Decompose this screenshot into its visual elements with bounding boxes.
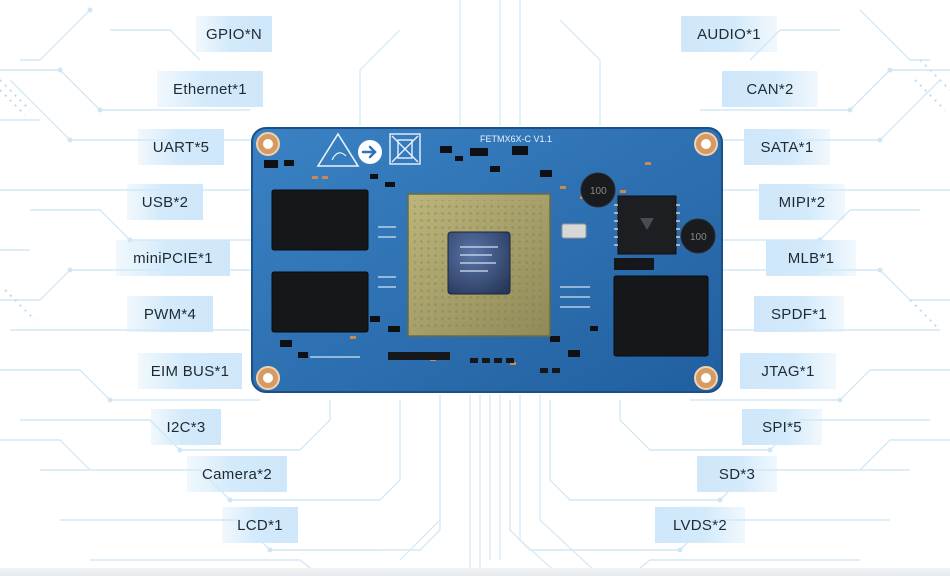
label-camera: Camera*2 [187,456,287,492]
footer-band [0,568,950,576]
label-sd: SD*3 [697,456,777,492]
label-mipi: MIPI*2 [759,184,845,220]
label-audio: AUDIO*1 [681,16,777,52]
pmic-chip [614,195,680,255]
label-usb: USB*2 [127,184,203,220]
label-sata: SATA*1 [744,129,830,165]
connector-strip [388,352,450,360]
label-uart: UART*5 [138,129,224,165]
som-board-image: FETMX6X-C V1.1 [251,127,723,393]
label-minipcie: miniPCIE*1 [116,240,230,276]
label-spi: SPI*5 [742,409,822,445]
memory-chip-bottom [271,271,369,333]
label-lvds: LVDS*2 [655,507,745,543]
crystal-oscillator [561,223,587,239]
svg-text:100: 100 [690,232,707,243]
mounting-holes [256,132,718,390]
label-mlb: MLB*1 [766,240,856,276]
label-lcd: LCD*1 [222,507,298,543]
label-i2c: I2C*3 [151,409,221,445]
label-pwm: PWM*4 [127,296,213,332]
inductor-top: 100 [580,172,616,208]
label-gpio: GPIO*N [196,16,272,52]
svg-text:100: 100 [590,186,607,197]
label-jtag: JTAG*1 [740,353,836,389]
label-spdf: SPDF*1 [754,296,844,332]
inductor-right: 100 [680,218,716,254]
arrow-circle-icon [358,140,382,164]
board-model-silkscreen: FETMX6X-C V1.1 [480,134,552,144]
label-can: CAN*2 [722,71,818,107]
emmc-chip [613,275,709,357]
memory-chip-top [271,189,369,251]
label-eim-bus: EIM BUS*1 [138,353,242,389]
label-ethernet: Ethernet*1 [157,71,263,107]
weee-bin-icon [389,133,421,165]
esd-warning-icon [316,132,360,167]
